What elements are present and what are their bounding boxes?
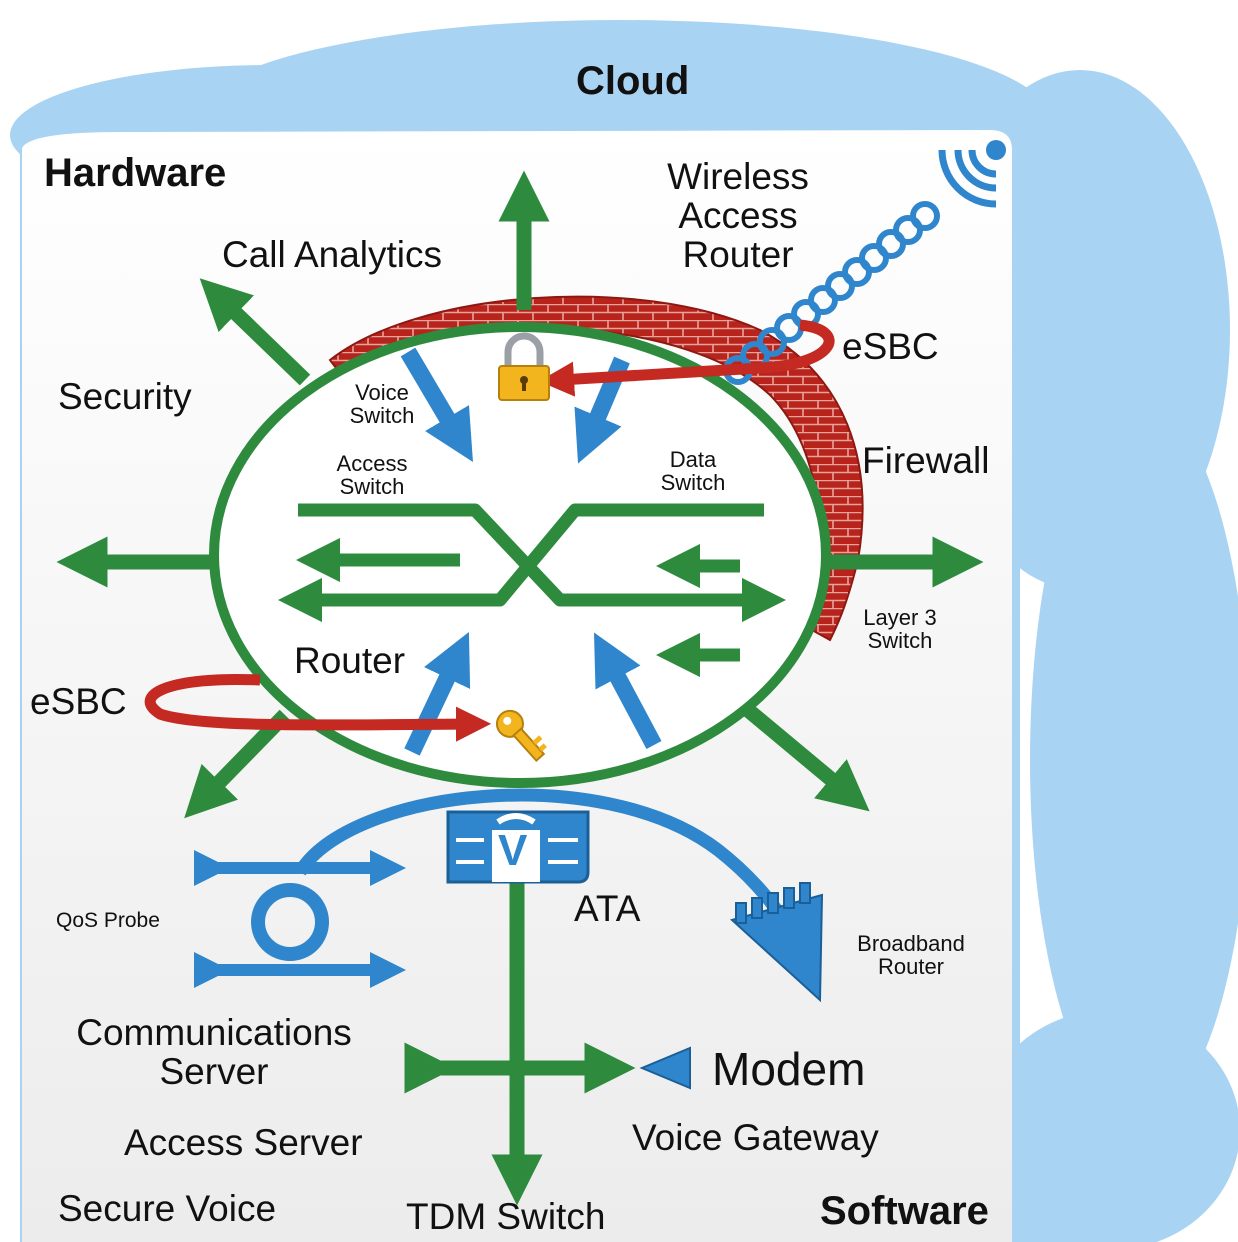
esbc-top-label: eSBC	[842, 326, 939, 367]
qos-loop-icon	[194, 850, 406, 988]
software-label: Software	[820, 1189, 989, 1233]
wireless-access-router-label: Wireless Access Router	[667, 156, 809, 275]
esbc-left-arrow	[144, 673, 492, 742]
communications-server-label: Communications Server	[76, 1012, 352, 1092]
broadband-router-label: Broadband Router	[857, 931, 965, 980]
arrow-lower-right	[743, 704, 870, 812]
hardware-label: Hardware	[44, 151, 227, 195]
ata-label: ATA	[574, 888, 641, 929]
broadband-arc	[294, 788, 786, 919]
layer3-switch-label: Layer 3 Switch	[863, 605, 937, 654]
voice-switch-label: Voice Switch	[349, 380, 415, 429]
key-icon	[495, 709, 547, 763]
modem-label: Modem	[712, 1043, 866, 1095]
broadband-router-icon	[729, 882, 824, 1003]
esbc-left-label: eSBC	[30, 681, 127, 722]
antenna-coil-icon	[723, 140, 1006, 385]
qos-probe-label: QoS Probe	[56, 909, 160, 932]
modem-icon	[639, 1046, 691, 1090]
firewall-brick-icon	[328, 295, 864, 642]
call-analytics-label: Call Analytics	[222, 234, 443, 275]
cloud-title: Cloud	[576, 59, 690, 103]
firewall-label: Firewall	[862, 440, 990, 481]
ata-badge-letter: V	[498, 826, 528, 875]
lock-icon	[498, 332, 550, 401]
security-label: Security	[58, 376, 192, 417]
data-switch-label: Data Switch	[660, 447, 726, 496]
arrow-upper-left	[199, 278, 311, 386]
ata-phone-icon	[446, 810, 590, 884]
voice-gateway-label: Voice Gateway	[632, 1117, 879, 1158]
tdm-switch-label: TDM Switch	[406, 1196, 606, 1237]
esbc-top-arrow	[538, 319, 835, 397]
secure-voice-label: Secure Voice	[58, 1188, 277, 1229]
access-server-label: Access Server	[124, 1122, 363, 1163]
router-label: Router	[294, 640, 406, 681]
access-switch-label: Access Switch	[336, 451, 408, 500]
switch-crossover	[277, 503, 787, 678]
